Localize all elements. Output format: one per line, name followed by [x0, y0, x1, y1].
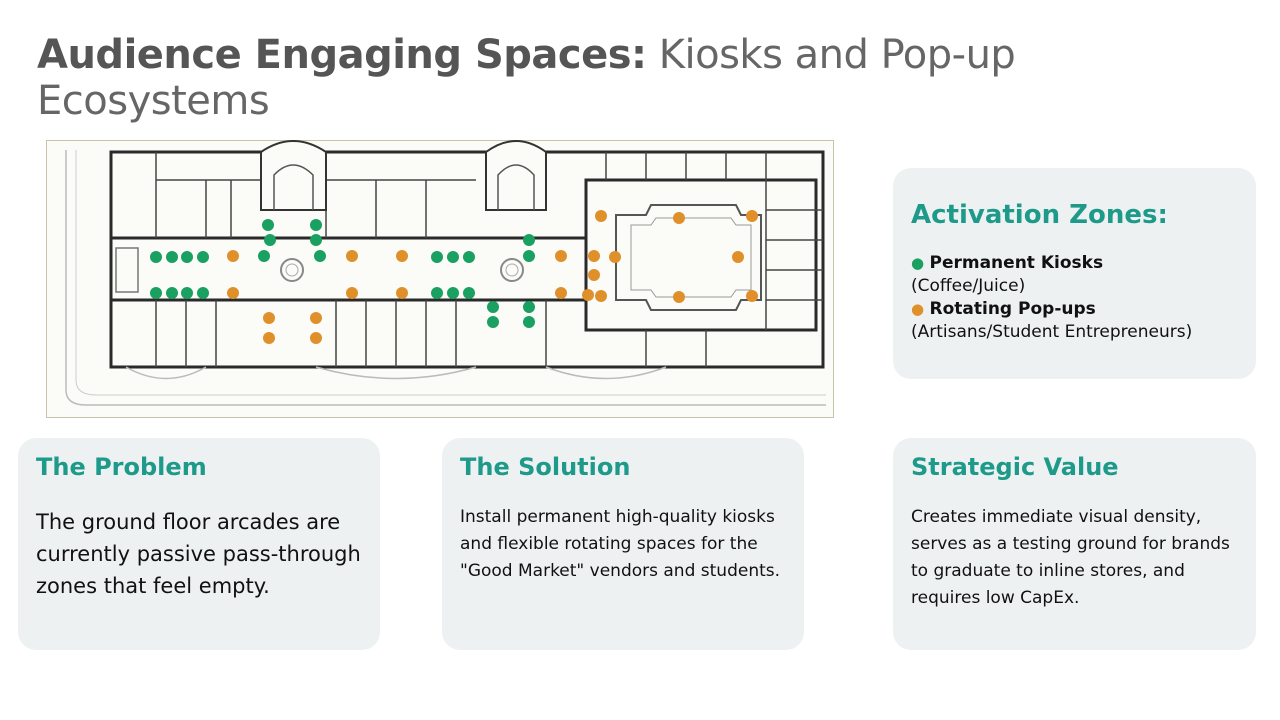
orange-dot-icon: ● — [911, 300, 925, 318]
activation-zones-list: ● Permanent Kiosks (Coffee/Juice) ● Rota… — [911, 252, 1256, 344]
activation-zones-card: Activation Zones: ● Permanent Kiosks (Co… — [893, 168, 1256, 379]
page-title-bold: Audience Engaging Spaces: — [37, 32, 647, 78]
floor-plan-image — [46, 140, 834, 418]
page-title: Audience Engaging Spaces: Kiosks and Pop… — [37, 32, 1037, 124]
solution-text: Install permanent high-quality kiosks an… — [460, 507, 781, 581]
strategic-value-text: Creates immediate visual density, serves… — [911, 507, 1230, 608]
zone-item-permanent-kiosks: ● Permanent Kiosks (Coffee/Juice) — [911, 252, 1256, 298]
zone-item-detail: (Artisans/Student Entrepreneurs) — [911, 322, 1193, 342]
zone-item-detail: (Coffee/Juice) — [911, 276, 1026, 296]
strategic-value-title: Strategic Value — [911, 453, 1119, 481]
zone-item-label: Permanent Kiosks — [929, 253, 1104, 273]
page-title-rest: Kiosks and Pop-up Ecosystems — [37, 32, 1016, 124]
problem-title: The Problem — [36, 453, 207, 481]
zone-item-rotating-popups: ● Rotating Pop-ups (Artisans/Student Ent… — [911, 298, 1256, 344]
activation-zones-title: Activation Zones: — [911, 200, 1168, 230]
solution-title: The Solution — [460, 453, 631, 481]
problem-card: The Problem The ground floor arcades are… — [18, 438, 380, 650]
green-dot-icon: ● — [911, 254, 925, 272]
strategic-value-card: Strategic Value Creates immediate visual… — [893, 438, 1256, 650]
zone-item-label: Rotating Pop-ups — [929, 299, 1096, 319]
problem-text: The ground floor arcades are currently p… — [36, 510, 361, 598]
solution-card: The Solution Install permanent high-qual… — [442, 438, 804, 650]
